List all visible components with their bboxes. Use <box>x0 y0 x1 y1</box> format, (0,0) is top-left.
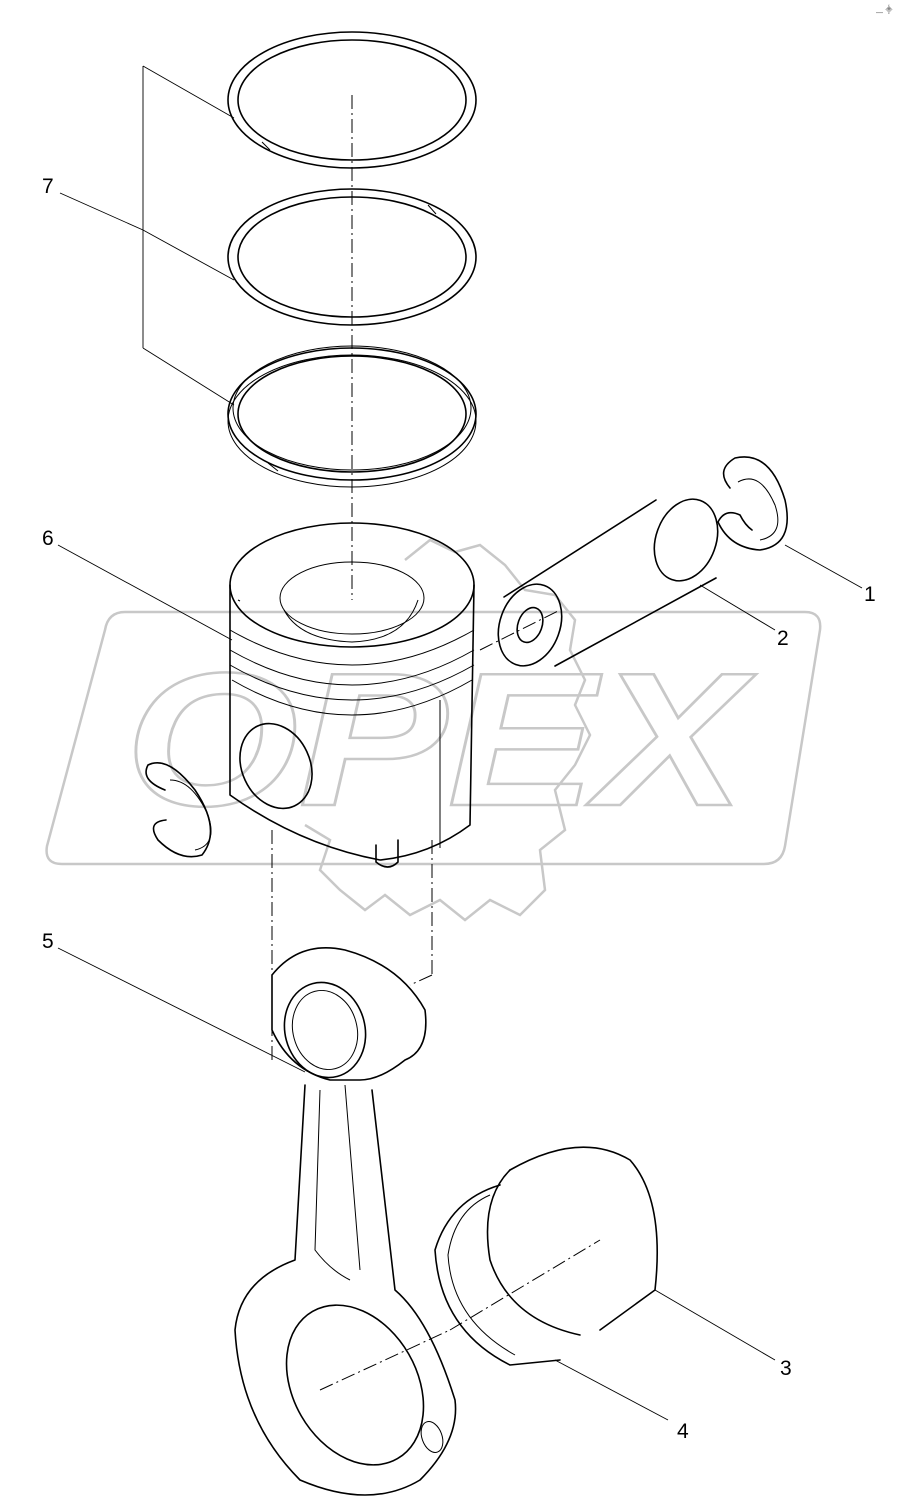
connecting-rod <box>234 947 457 1496</box>
callout-7: 7 <box>42 175 54 198</box>
piston-ring-top <box>227 31 477 169</box>
bearing-shell-lower <box>434 1184 561 1366</box>
callout-2: 2 <box>777 627 789 650</box>
callout-3: 3 <box>780 1357 792 1380</box>
watermark-text: OPEX <box>125 634 757 846</box>
piston-ring-middle <box>227 188 477 326</box>
opex-watermark: OPEX <box>45 538 822 922</box>
leader-lines <box>57 65 863 1421</box>
callout-1: 1 <box>864 583 876 606</box>
callout-4: 4 <box>677 1420 689 1443</box>
piston-ring-oil <box>227 345 477 488</box>
callout-labels: 1 2 3 4 5 6 7 <box>42 175 876 1443</box>
bearing-shell-upper <box>449 1146 658 1336</box>
circlip-left <box>145 762 212 858</box>
circlip-right <box>717 456 789 551</box>
corner-mark: ⸏ ⸎ <box>876 4 893 15</box>
crank-axis <box>319 1329 451 1391</box>
piston-pin <box>479 498 719 667</box>
callout-5: 5 <box>42 930 54 953</box>
piston <box>229 522 475 868</box>
callout-6: 6 <box>42 527 54 550</box>
